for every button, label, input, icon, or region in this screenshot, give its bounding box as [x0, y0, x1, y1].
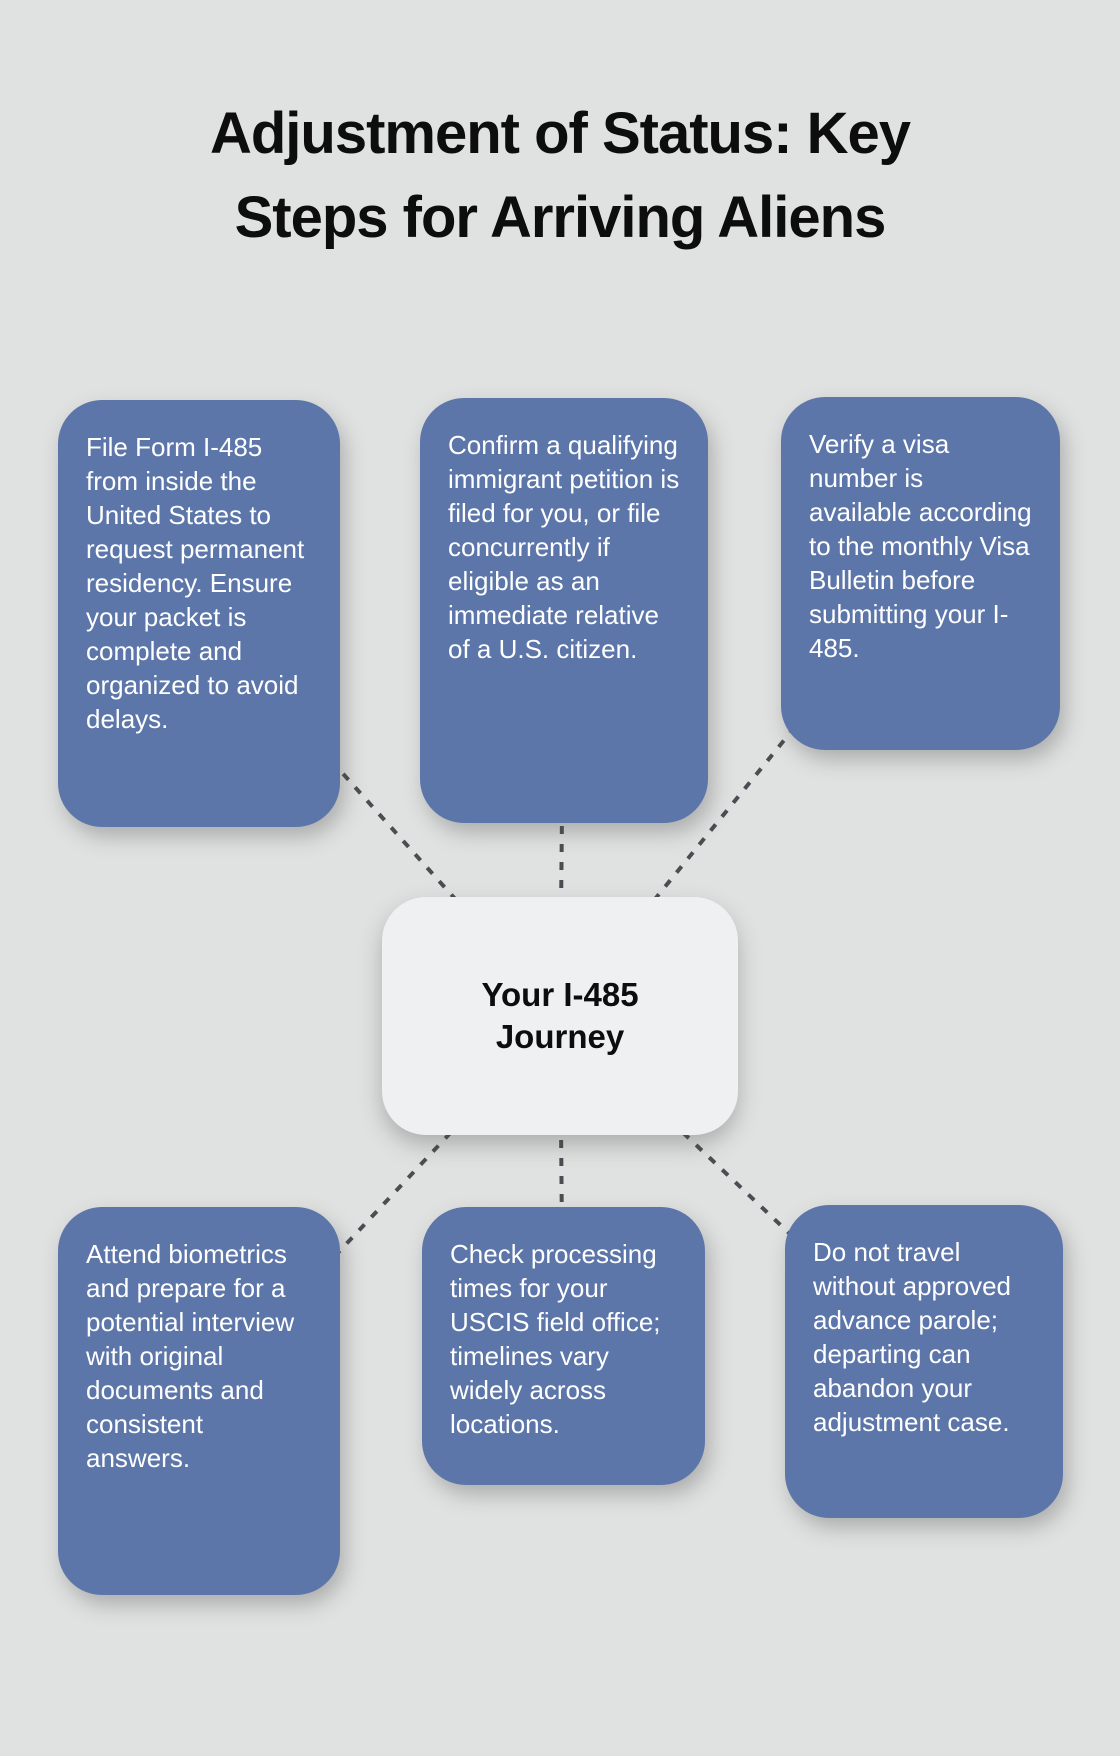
step-text: Attend biometrics and prepare for a pote…: [86, 1239, 295, 1473]
step-card-attend-biometrics: Attend biometrics and prepare for a pote…: [58, 1207, 340, 1595]
step-card-confirm-petition: Confirm a qualifying immigrant petition …: [420, 398, 708, 823]
page-title-line-2: Steps for Arriving Aliens: [234, 185, 887, 250]
central-node-label: Your I-485 Journey: [481, 976, 639, 1055]
step-text: Do not travel without approved advance p…: [813, 1237, 1012, 1437]
step-card-check-processing: Check processing times for your USCIS fi…: [422, 1207, 705, 1485]
step-text: Verify a visa number is available accord…: [809, 429, 1032, 663]
step-text: Confirm a qualifying immigrant petition …: [448, 430, 680, 664]
central-node: Your I-485 Journey: [382, 897, 738, 1135]
step-card-do-not-travel: Do not travel without approved advance p…: [785, 1205, 1063, 1518]
page-title-line-1: Adjustment of Status: Key: [209, 101, 911, 166]
step-card-verify-visa: Verify a visa number is available accord…: [781, 397, 1060, 750]
step-text: File Form I-485 from inside the United S…: [86, 432, 305, 734]
page-title: Adjustment of Status: Key Steps for Arri…: [120, 92, 1000, 260]
step-card-file-form-i485: File Form I-485 from inside the United S…: [58, 400, 340, 827]
step-text: Check processing times for your USCIS fi…: [450, 1239, 661, 1439]
